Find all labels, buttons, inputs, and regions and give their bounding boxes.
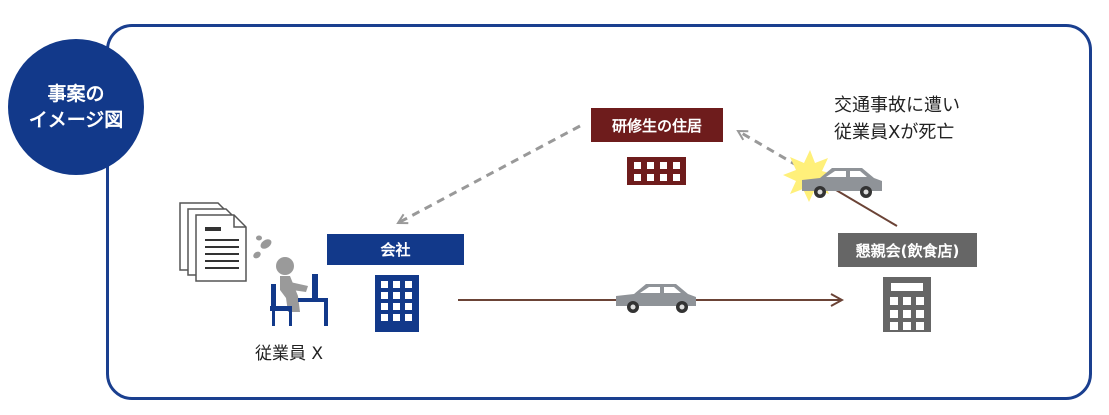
accident-note-line-2: 従業員Xが死亡 <box>834 122 955 143</box>
dormitory-label: 研修生の住居 <box>591 108 723 142</box>
stressed-worker-icon <box>253 235 328 326</box>
party-venue-label: 懇親会(飲食店) <box>838 233 977 267</box>
accident-car-icon <box>802 168 882 198</box>
office-building-icon <box>375 275 419 332</box>
car-icon <box>616 284 696 313</box>
route-accident-to-dorm <box>738 129 799 168</box>
dormitory-building-icon <box>627 157 686 185</box>
restaurant-building-icon <box>883 277 931 332</box>
badge-line-1: 事案の <box>47 83 105 105</box>
documents-icon <box>179 202 247 282</box>
company-label: 会社 <box>327 234 464 265</box>
employee-label: 従業員 X <box>255 344 324 364</box>
accident-note: 交通事故に遭い 従業員Xが死亡 <box>834 92 960 146</box>
accident-pointer-line <box>835 189 898 227</box>
diagram-frame <box>106 24 1092 400</box>
badge-line-2: イメージ図 <box>28 109 124 131</box>
title-badge: 事案の イメージ図 <box>8 39 144 175</box>
accident-note-line-1: 交通事故に遭い <box>834 95 960 116</box>
route-dorm-to-company <box>398 124 581 225</box>
